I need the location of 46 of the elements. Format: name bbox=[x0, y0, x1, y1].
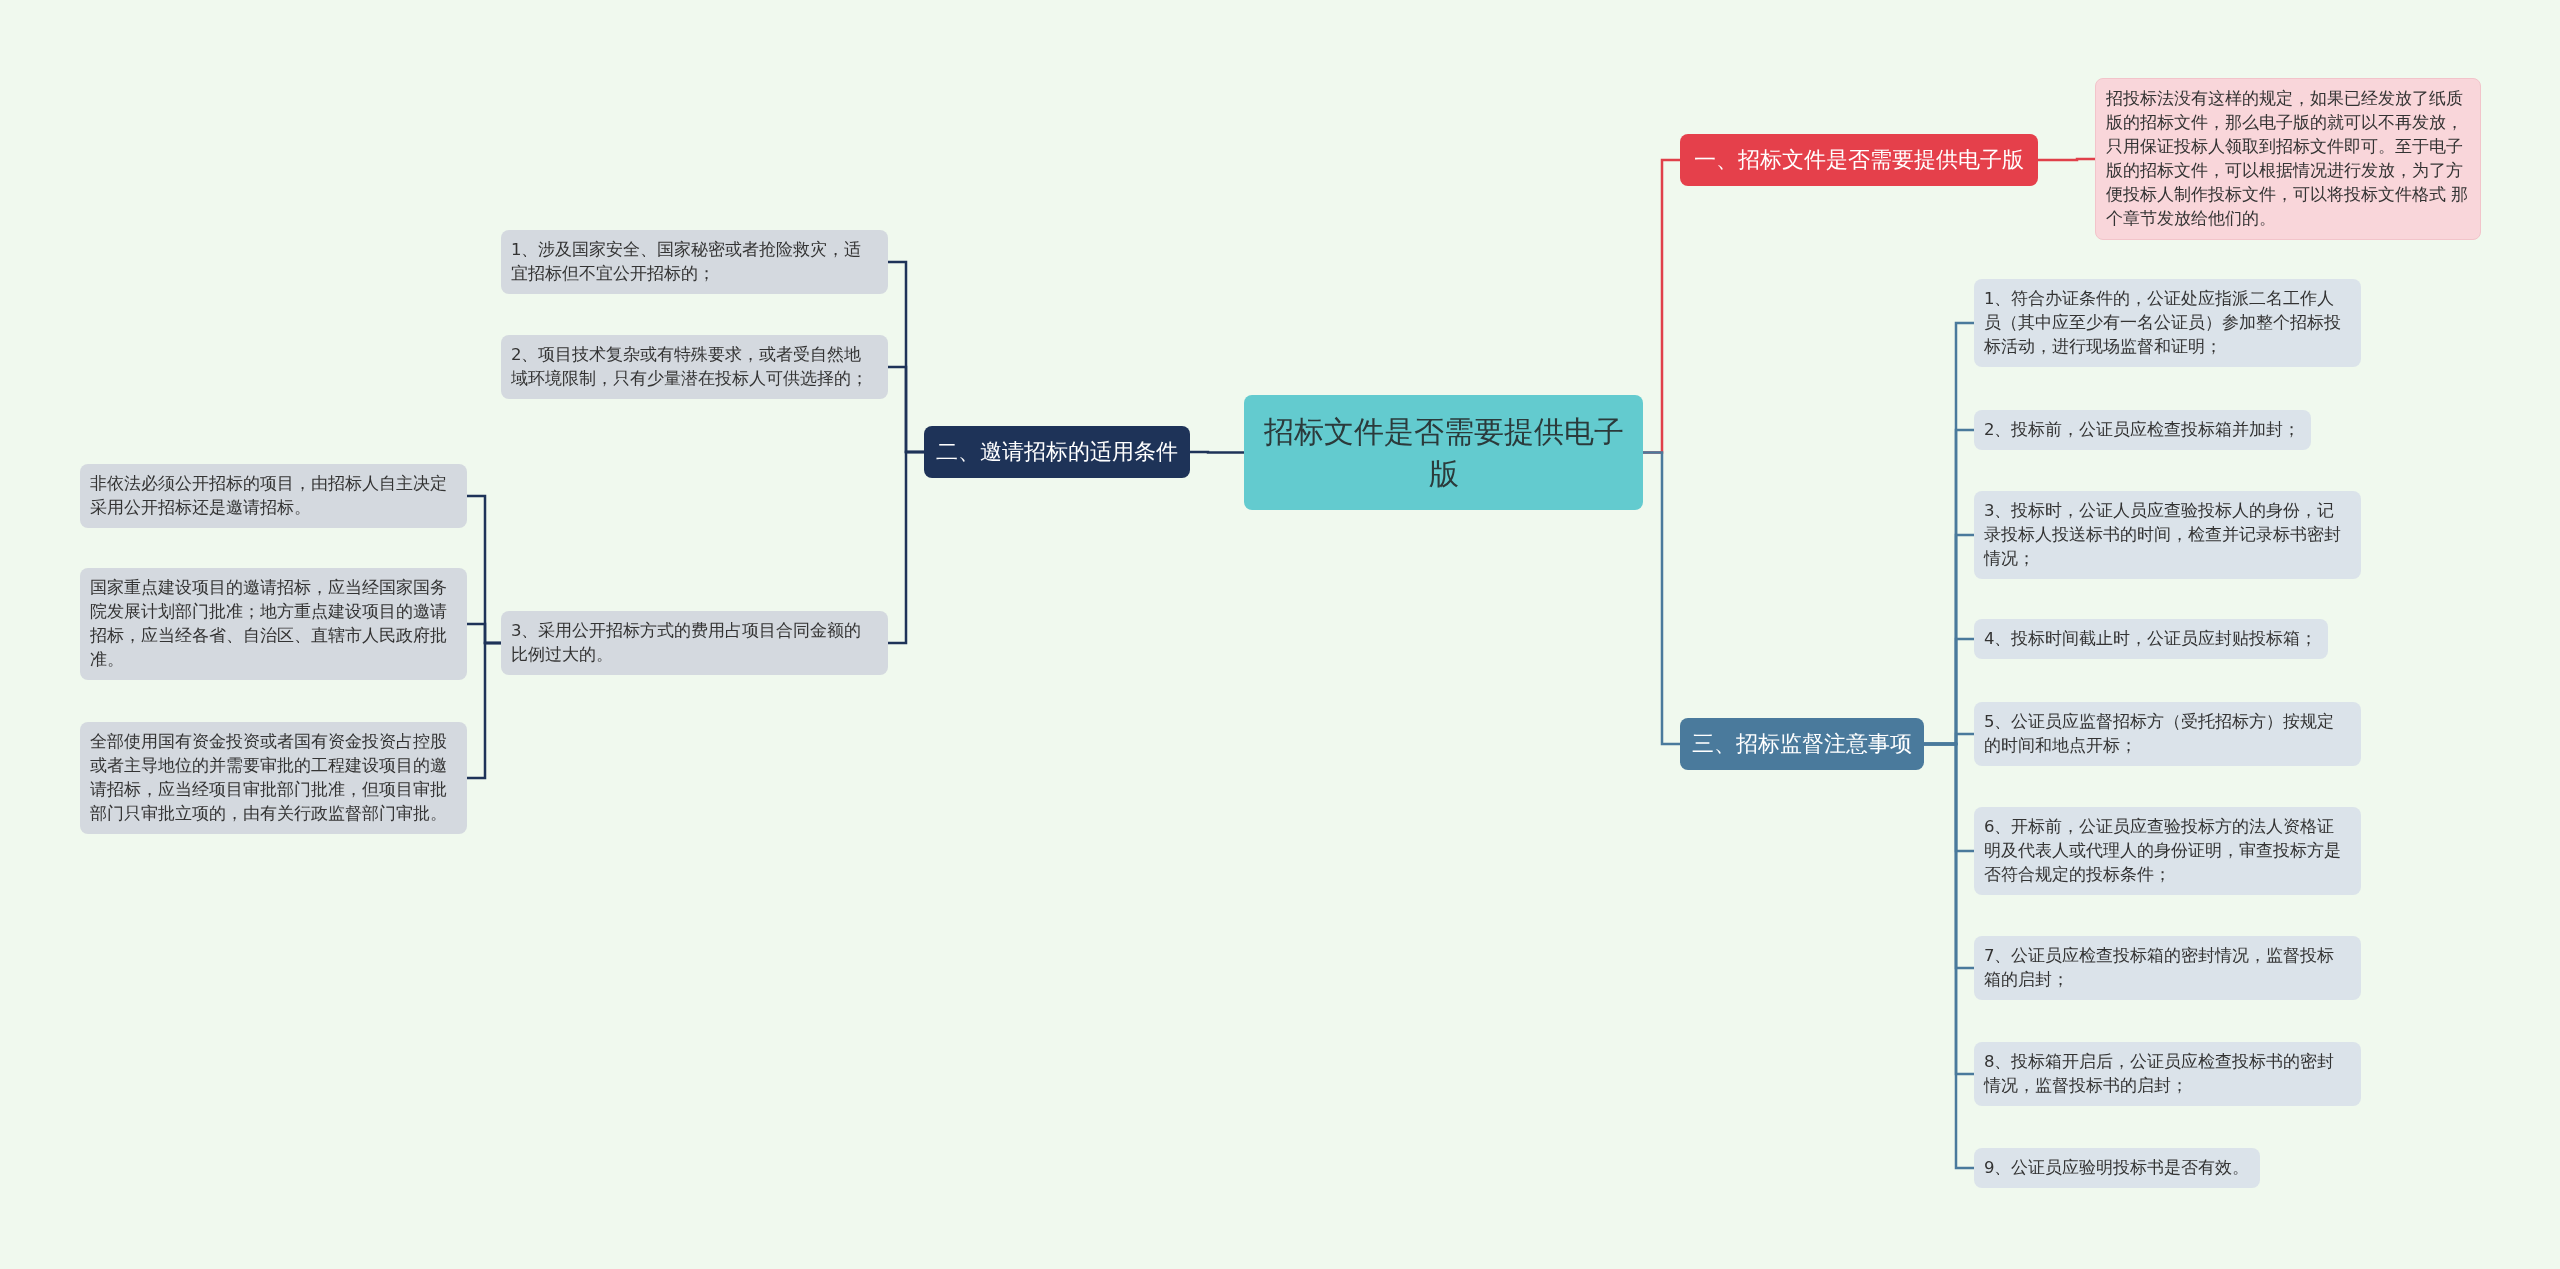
topic-text: 非依法必须公开招标的项目，由招标人自主决定采用公开招标还是邀请招标。 bbox=[90, 473, 448, 519]
connector-line bbox=[2038, 157, 2095, 162]
topic-text: 5、公证员应监督招标方（受托招标方）按规定的时间和地点开标； bbox=[1984, 711, 2336, 757]
subtopic-box bbox=[1974, 491, 2361, 579]
topic-text: 招投标法没有这样的规定，如果已经发放了纸质版的招标文件，那么电子版的就可以不再发放，只用保证投标人领取到招标文件即可。至于电子版的招标文件，可以根据情况进行发放，为了方便投标人制作投标文件，可以将投标文件格式 那个章节发放给他们的。 bbox=[2106, 88, 2470, 230]
topic-text: 三、招标监督注意事项 bbox=[1692, 730, 1912, 758]
connector-line bbox=[888, 450, 924, 645]
subtopic-box bbox=[1974, 410, 2311, 450]
topic-text: 3、投标时，公证人员应查验投标人的身份，记录投标人投送标书的时间，检查并记录标书密封情况； bbox=[1984, 500, 2342, 570]
topic-text: 2、项目技术复杂或有特殊要求，或者受自然地域环境限制，只有少量潜在投标人可供选择的； bbox=[511, 344, 869, 390]
topic-text: 9、公证员应验明投标书是否有效。 bbox=[1984, 1157, 2250, 1179]
subtopic-box bbox=[1974, 619, 2328, 659]
topic-text: 全部使用国有资金投资或者国有资金投资占控股或者主导地位的并需要审批的工程建设项目的邀请招标，应当经项目审批部门批准，但项目审批部门只审批立项的，由有关行政监督部门审批。 bbox=[90, 731, 448, 825]
topic-text: 招标文件是否需要提供电子版 bbox=[1262, 412, 1625, 493]
subtopic-box bbox=[80, 722, 467, 834]
branch-topic-box bbox=[1680, 718, 1924, 770]
note-box bbox=[2095, 78, 2481, 240]
subtopic-box bbox=[1974, 1148, 2260, 1188]
branch-topic-box bbox=[924, 426, 1190, 478]
topic-text: 二、邀请招标的适用条件 bbox=[936, 438, 1178, 466]
topic-text: 7、公证员应检查投标箱的密封情况，监督投标箱的启封； bbox=[1984, 945, 2336, 991]
topic-text: 1、涉及国家安全、国家秘密或者抢险救灾，适宜招标但不宜公开招标的； bbox=[511, 239, 863, 285]
subtopic-box bbox=[1974, 702, 2361, 766]
connector-line bbox=[467, 641, 501, 780]
topic-text: 6、开标前，公证员应查验投标方的法人资格证明及代表人或代理人的身份证明，审查投标方是否符合规定的投标条件； bbox=[1984, 816, 2342, 886]
connector-line bbox=[1924, 742, 1974, 1170]
topic-text: 2、投标前，公证员应检查投标箱并加封； bbox=[1984, 419, 2301, 441]
topic-text: 国家重点建设项目的邀请招标，应当经国家国务院发展计划部门批准；地方重点建设项目的邀请招标，应当经各省、自治区、直辖市人民政府批准。 bbox=[90, 577, 448, 671]
subtopic-box bbox=[501, 611, 888, 675]
connector-line bbox=[1190, 450, 1244, 454]
subtopic-box bbox=[1974, 936, 2361, 1000]
topic-text: 4、投标时间截止时，公证员应封贴投标箱； bbox=[1984, 628, 2318, 650]
subtopic-box bbox=[1974, 1042, 2361, 1106]
branch-topic-box bbox=[1680, 134, 2038, 186]
subtopic-box bbox=[501, 335, 888, 399]
central-topic-box bbox=[1244, 395, 1643, 510]
topic-text: 8、投标箱开启后，公证员应检查投标书的密封情况，监督投标书的启封； bbox=[1984, 1051, 2336, 1097]
subtopic-box bbox=[501, 230, 888, 294]
subtopic-box bbox=[1974, 279, 2361, 367]
connector-line bbox=[1643, 451, 1680, 746]
topic-text: 一、招标文件是否需要提供电子版 bbox=[1694, 146, 2024, 174]
topic-text: 1、符合办证条件的，公证处应指派二名工作人员（其中应至少有一名公证员）参加整个招标投标活动，进行现场监督和证明； bbox=[1984, 288, 2342, 358]
topic-text: 3、采用公开招标方式的费用占项目合同金额的比例过大的。 bbox=[511, 620, 863, 666]
subtopic-box bbox=[80, 568, 467, 680]
subtopic-box bbox=[1974, 807, 2361, 895]
subtopic-box bbox=[80, 464, 467, 528]
